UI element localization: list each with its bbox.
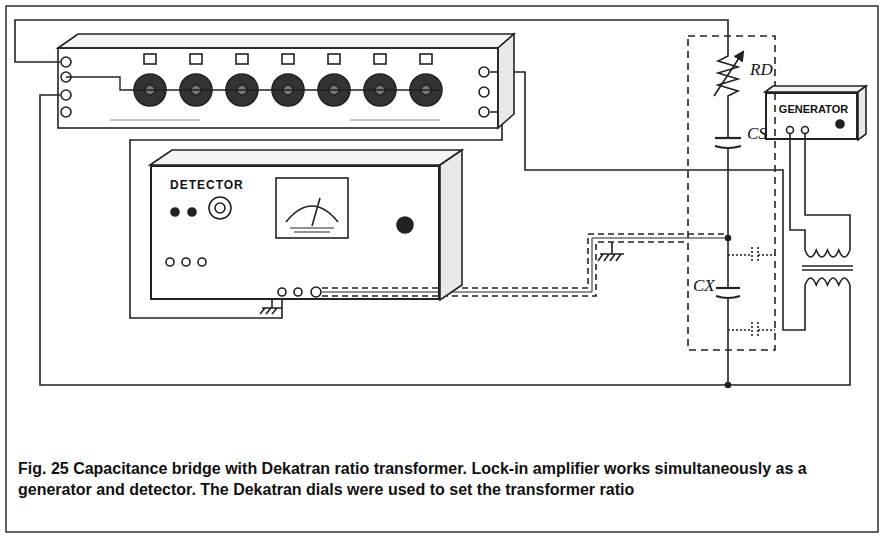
capacitor-plate [715, 137, 741, 139]
dial-window [190, 54, 202, 64]
ground-symbol [598, 242, 624, 261]
nameplate-mark [350, 120, 440, 121]
dial-bus [66, 77, 440, 90]
coax-shield [322, 242, 688, 296]
generator-terminal [802, 127, 809, 134]
stray-capacitance [728, 247, 775, 338]
dial-window [144, 54, 156, 64]
dekatran-side [498, 34, 514, 128]
detector-knob [209, 197, 231, 219]
component-label: CX [693, 276, 715, 296]
resistor-symbol [718, 48, 738, 138]
dial-window [236, 54, 248, 64]
generator-lead [805, 134, 850, 250]
detector-top [150, 150, 462, 165]
generator-side [858, 86, 866, 140]
transformer-primary [805, 250, 850, 257]
bottom-wire [40, 95, 850, 385]
dial-window [420, 54, 432, 64]
detector-jack [188, 208, 196, 216]
generator-knob [836, 120, 844, 128]
detector-knob [215, 203, 225, 213]
dekatran-output-wire [490, 72, 805, 330]
variable-arrow [714, 52, 743, 96]
detector-knob [397, 217, 413, 233]
figure-frame [6, 6, 878, 532]
component-label: RD [750, 60, 773, 80]
terminal [61, 107, 71, 117]
meter-scale [286, 206, 338, 222]
box-title: DETECTOR [170, 178, 244, 192]
terminal [61, 57, 71, 67]
detector-connector [311, 287, 321, 297]
dekatran-top [58, 34, 514, 48]
dekatran-dials [61, 54, 489, 120]
generator-box: GENERATOR [765, 92, 858, 140]
junction-dot [726, 383, 731, 388]
ground-wire [130, 112, 502, 318]
coax-core [322, 238, 728, 292]
nameplate-mark [110, 120, 200, 121]
coax-shield [322, 234, 728, 288]
detector-terminal [294, 288, 302, 296]
generator-terminal [787, 127, 794, 134]
detector-side [440, 150, 462, 300]
detector-jack [171, 208, 179, 216]
transformer-core [802, 266, 853, 270]
detector-box: DETECTOR [150, 165, 440, 300]
bridge-wire [727, 297, 729, 350]
meter-case [276, 178, 348, 238]
ground-symbol [260, 300, 282, 314]
generator-lead [790, 134, 805, 250]
capacitor-plate [716, 287, 740, 289]
meter-needle [312, 198, 320, 226]
top-wire [15, 20, 728, 62]
figure-caption: Fig. 25 Capacitance bridge with Dekatran… [18, 458, 870, 500]
dial-window [328, 54, 340, 64]
terminal [479, 107, 489, 117]
detector-terminal [278, 288, 286, 296]
dial-window [282, 54, 294, 64]
terminal [479, 67, 489, 77]
dekatran-front [58, 48, 498, 128]
detector-jack [166, 258, 174, 266]
detector-jack [182, 258, 190, 266]
terminal [479, 87, 489, 97]
meter-scale [290, 228, 334, 232]
detector-jack [198, 258, 206, 266]
bridge-wire [727, 147, 729, 288]
box-title: GENERATOR [779, 103, 848, 115]
component-label: CS [747, 124, 767, 144]
dial-window [374, 54, 386, 64]
shield-box [688, 36, 775, 350]
terminal [61, 90, 71, 100]
bridge-bottom-wire [727, 350, 729, 385]
transformer-secondary [805, 278, 850, 285]
